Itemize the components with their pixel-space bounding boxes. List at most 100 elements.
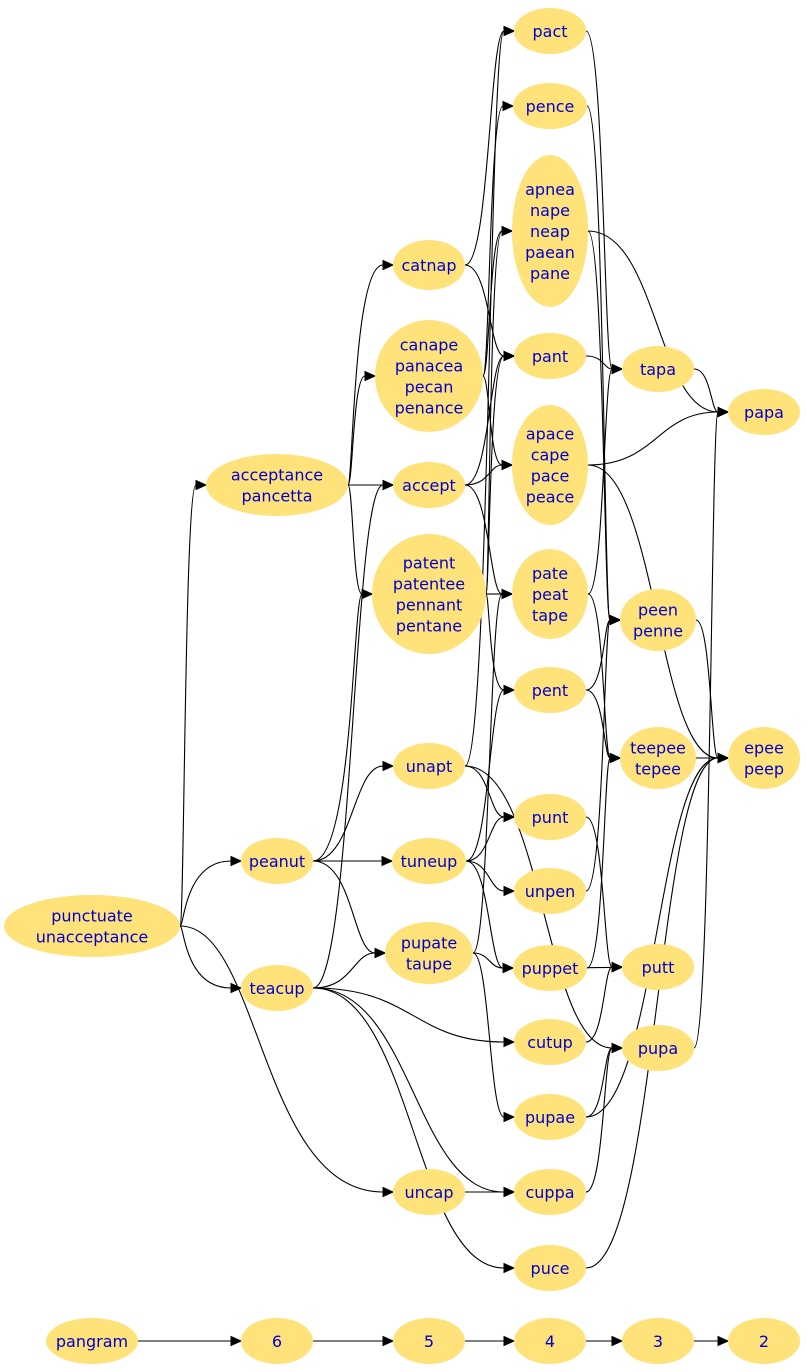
- node-cutup: cutup: [514, 1019, 586, 1065]
- node-pupae: pupae: [514, 1094, 586, 1140]
- node-r4: 4: [514, 1318, 586, 1364]
- node-label: pent: [532, 681, 568, 700]
- node-r3: 3: [622, 1318, 694, 1364]
- edge-line: [585, 757, 719, 1118]
- edge-canape-to-pence: [482, 100, 515, 377]
- edge-line: [312, 860, 376, 954]
- node-label: pupae: [525, 1108, 575, 1127]
- edge-tuneup-to-unpen: [465, 860, 516, 897]
- edge-line: [587, 230, 719, 413]
- node-label: puppet: [522, 959, 579, 978]
- node-catnap: catnap: [393, 240, 465, 290]
- edge-acceptance-to-patent: [347, 484, 374, 600]
- edge-teacup-to-puce: [312, 987, 516, 1274]
- edge-line: [464, 355, 505, 486]
- arrowhead-icon: [381, 855, 394, 867]
- edge-peanut-to-pupate: [312, 860, 387, 959]
- arrowhead-icon: [503, 1111, 516, 1123]
- arrowhead-icon: [611, 363, 624, 375]
- edge-line: [312, 987, 505, 1269]
- arrowhead-icon: [611, 961, 624, 973]
- arrowhead-icon: [717, 752, 730, 764]
- node-ellipse: [4, 895, 180, 957]
- node-ellipse: [514, 1169, 586, 1215]
- node-label: putt: [642, 958, 675, 977]
- node-label: pentane: [396, 617, 462, 636]
- arrowhead-icon: [503, 1036, 516, 1048]
- edges-layer: [138, 25, 730, 1347]
- arrowhead-icon: [501, 459, 514, 471]
- edge-line: [465, 860, 505, 892]
- edge-line: [464, 30, 505, 266]
- node-r6: 6: [241, 1318, 313, 1364]
- edge-pact-to-tapa: [585, 30, 624, 375]
- node-unapt: unapt: [393, 743, 465, 789]
- edge-line: [312, 952, 376, 989]
- node-ellipse: [728, 389, 800, 435]
- arrowhead-icon: [502, 962, 515, 974]
- node-ellipse: [385, 922, 473, 984]
- node-ellipse: [512, 405, 588, 525]
- node-ellipse: [514, 1318, 586, 1364]
- edge-line: [587, 368, 613, 595]
- node-pact: pact: [514, 8, 586, 54]
- node-label: pennant: [396, 596, 463, 615]
- edge-line: [587, 411, 719, 466]
- node-ellipse: [514, 333, 586, 379]
- node-label: unapt: [406, 757, 453, 776]
- node-pent: pent: [514, 667, 586, 713]
- node-label: pate: [532, 564, 568, 583]
- edge-line: [312, 987, 505, 1043]
- arrowhead-icon: [502, 100, 515, 112]
- node-accept: accept: [393, 462, 465, 508]
- node-label: peen: [638, 601, 678, 620]
- node-label: puce: [531, 1259, 570, 1278]
- node-label: peace: [526, 488, 574, 507]
- edge-tuneup-to-punt: [465, 811, 516, 862]
- node-ellipse: [728, 1318, 800, 1364]
- edge-pupate-to-pate: [472, 588, 514, 954]
- node-label: canape: [400, 336, 459, 355]
- arrowhead-icon: [503, 684, 516, 696]
- edge-line: [179, 484, 197, 927]
- edge-punctuate-to-acceptance: [179, 479, 208, 927]
- node-ellipse: [393, 462, 465, 508]
- edge-pence-to-peen: [586, 105, 622, 626]
- edge-cuppa-to-pupa: [585, 1042, 624, 1193]
- node-label: pace: [531, 467, 570, 486]
- node-label: uncap: [404, 1183, 453, 1202]
- node-ellipse: [514, 868, 586, 914]
- node-ellipse: [393, 240, 465, 290]
- node-ellipse: [622, 1318, 694, 1364]
- node-label: neap: [530, 222, 570, 241]
- edge-pangram-to-r6: [138, 1335, 243, 1347]
- node-ellipse: [393, 1169, 465, 1215]
- node-unpen: unpen: [514, 868, 586, 914]
- edge-line: [695, 619, 719, 759]
- node-label: 5: [424, 1332, 434, 1351]
- edge-peanut-to-tuneup: [313, 855, 394, 867]
- arrowhead-icon: [382, 1186, 395, 1198]
- node-ellipse: [46, 1318, 138, 1364]
- node-label: 3: [653, 1332, 663, 1351]
- edge-line: [179, 925, 232, 989]
- node-puce: puce: [514, 1245, 586, 1291]
- edge-line: [693, 411, 719, 1049]
- arrowhead-icon: [717, 1335, 730, 1347]
- node-pangram: pangram: [46, 1318, 138, 1364]
- arrowhead-icon: [503, 350, 516, 362]
- edge-accept-to-apace: [464, 459, 514, 486]
- edge-r5-to-r4: [465, 1335, 516, 1347]
- arrowhead-icon: [717, 406, 730, 418]
- edge-r6-to-r5: [313, 1335, 395, 1347]
- edge-line: [465, 816, 505, 862]
- arrowhead-icon: [503, 25, 516, 37]
- node-label: panacea: [395, 357, 463, 376]
- node-label: pant: [532, 347, 568, 366]
- node-label: pangram: [56, 1332, 128, 1351]
